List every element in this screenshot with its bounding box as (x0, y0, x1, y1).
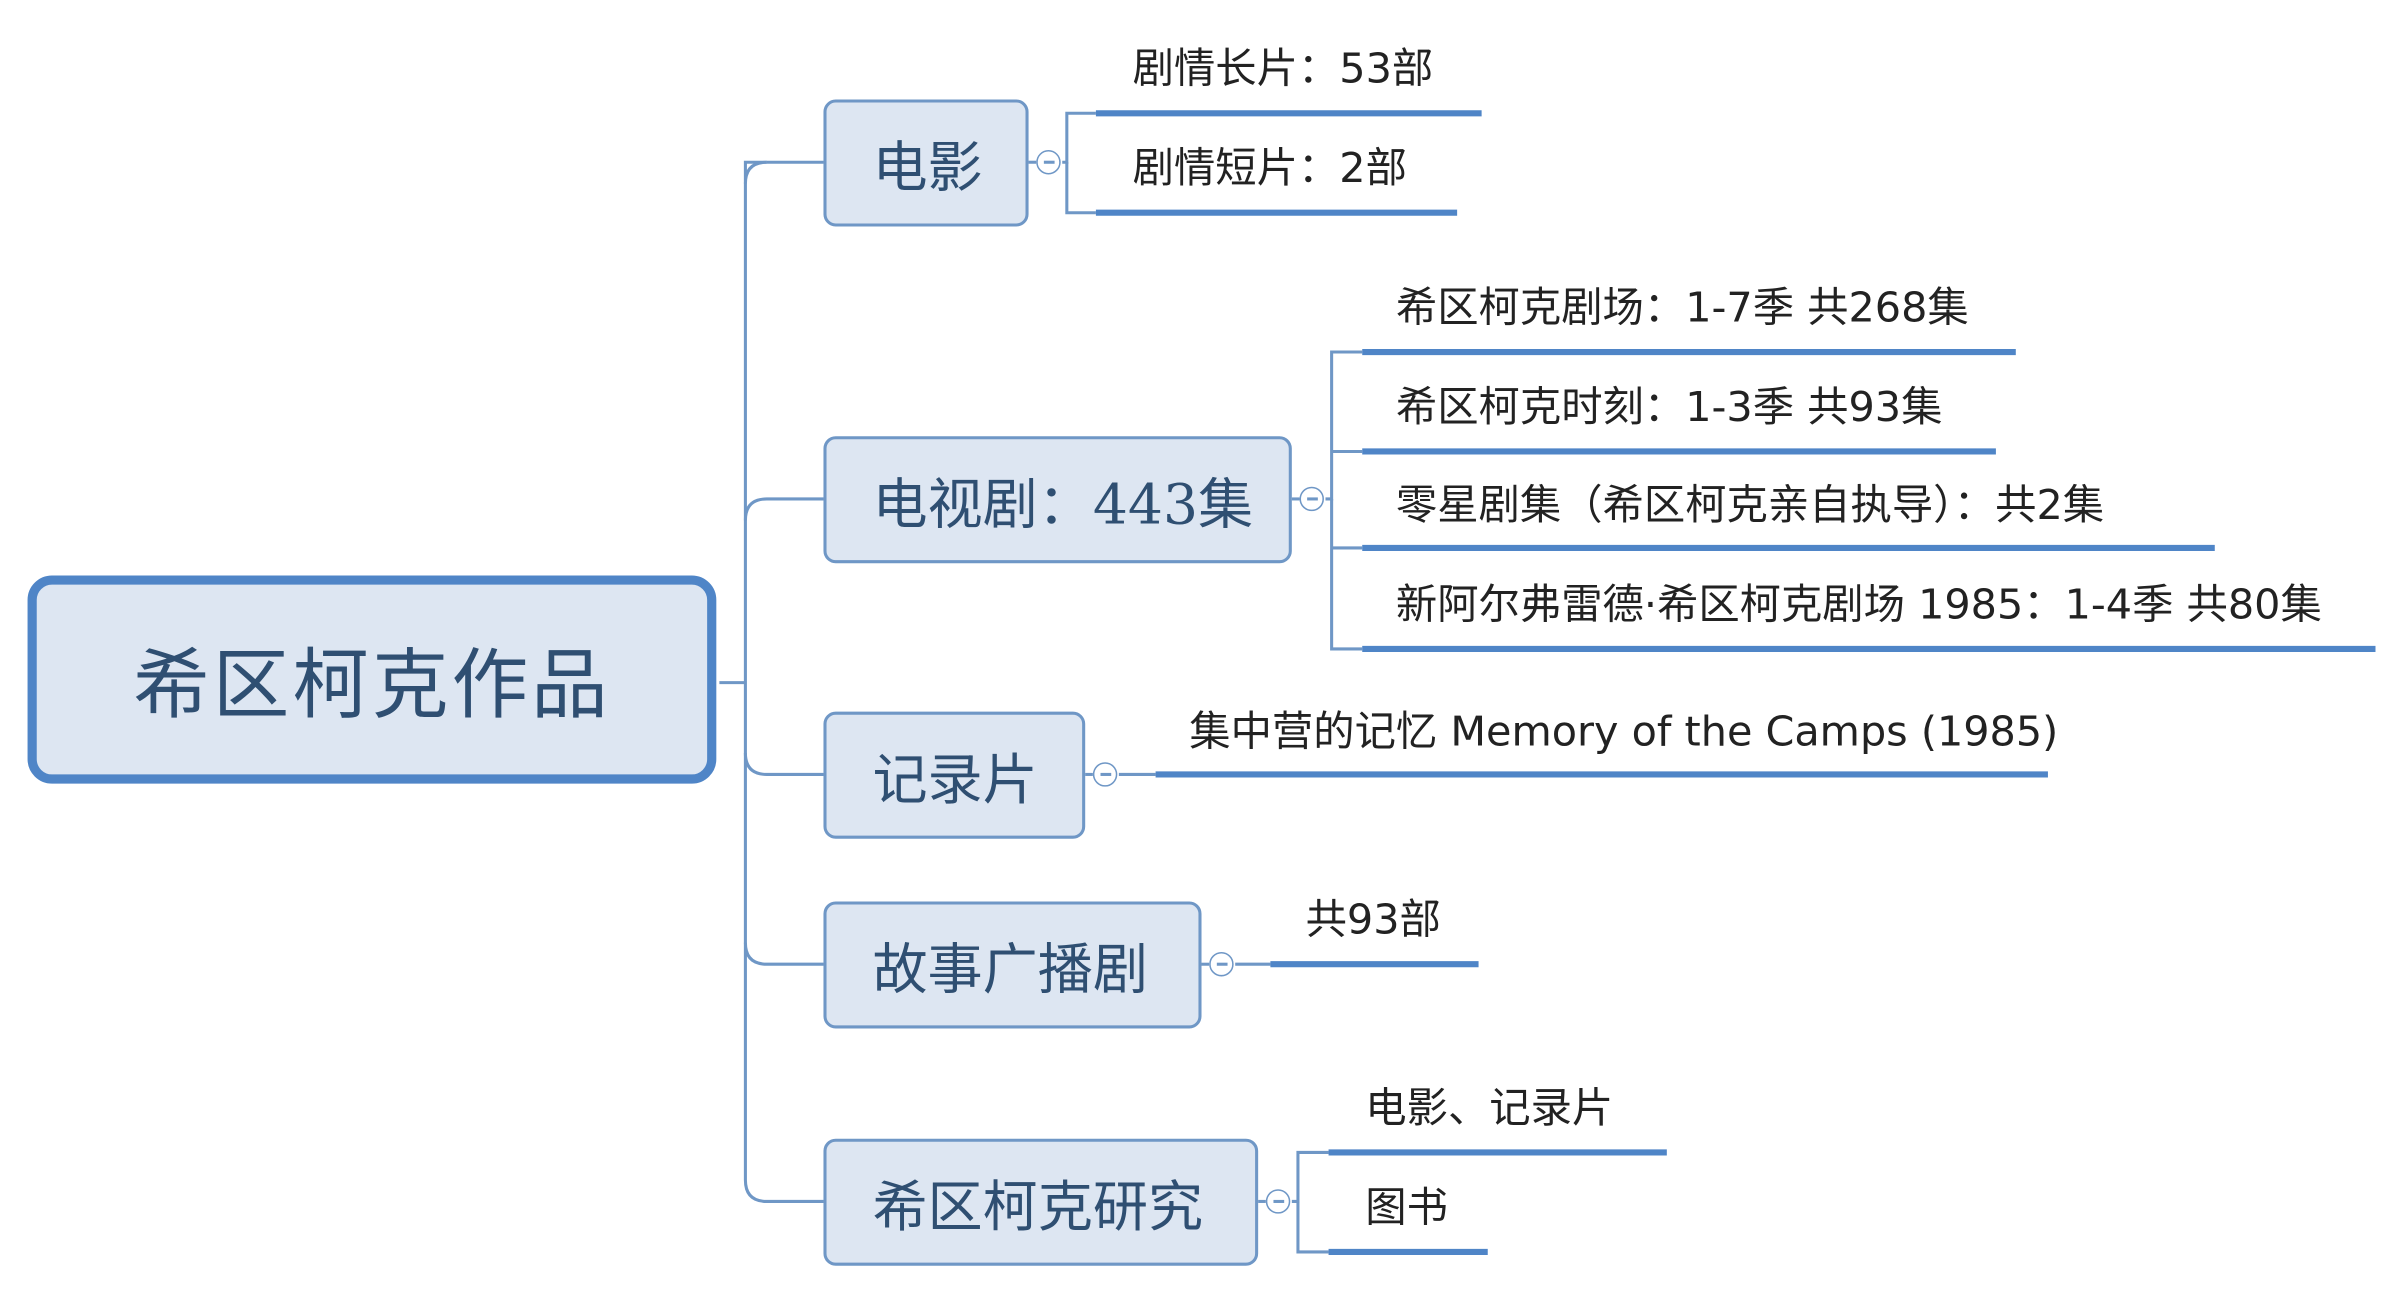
collapse-toggle-icon[interactable] (1092, 762, 1118, 787)
leaf-topic[interactable]: 电影、记录片 (1365, 1085, 1614, 1133)
film-connectors (1028, 111, 1096, 215)
branch-label: 电视剧：443集 (872, 473, 1254, 537)
branch-label: 故事广播剧 (872, 938, 1148, 1002)
branch-label: 希区柯克研究 (872, 1176, 1204, 1239)
branch-label: 电影 (872, 136, 983, 200)
branch-tv-series[interactable]: 电视剧：443集 (823, 436, 1292, 564)
collapse-toggle-icon[interactable] (1036, 149, 1061, 175)
leaf-topic[interactable]: 集中营的记忆 Memory of the Camps (1985) (1189, 708, 2059, 757)
root-topic-label: 希区柯克作品 (133, 641, 611, 731)
branch-research[interactable]: 希区柯克研究 (823, 1138, 1259, 1266)
root-connectors (719, 160, 824, 1203)
leaf-topic[interactable]: 共93部 (1305, 896, 1441, 945)
leaf-topic[interactable]: 希区柯克剧场：1-7季 共268集 (1395, 284, 1969, 333)
leaf-topic[interactable]: 希区柯克时刻：1-3季 共93集 (1395, 384, 1943, 432)
branch-film[interactable]: 电影 (823, 99, 1029, 227)
root-topic[interactable]: 希区柯克作品 (27, 575, 717, 784)
collapse-toggle-icon[interactable] (1209, 951, 1234, 977)
branch-radio-drama[interactable]: 故事广播剧 (823, 901, 1202, 1029)
leaf-topic[interactable]: 零星剧集（希区柯克亲自执导）：共2集 (1395, 482, 2105, 530)
leaf-topic[interactable]: 图书 (1365, 1184, 1448, 1233)
leaf-topic[interactable]: 剧情短片：2部 (1132, 145, 1407, 193)
branch-documentary[interactable]: 记录片 (823, 711, 1086, 839)
branch-label: 记录片 (872, 749, 1038, 812)
leaf-topic[interactable]: 新阿尔弗雷德·希区柯克剧场 1985：1-4季 共80集 (1395, 581, 2322, 630)
tv-connectors (1291, 350, 1363, 651)
leaf-topic[interactable]: 剧情长片：53部 (1132, 45, 1434, 94)
collapse-toggle-icon[interactable] (1265, 1189, 1291, 1214)
research-connectors (1258, 1150, 1329, 1254)
collapse-toggle-icon[interactable] (1299, 486, 1324, 512)
